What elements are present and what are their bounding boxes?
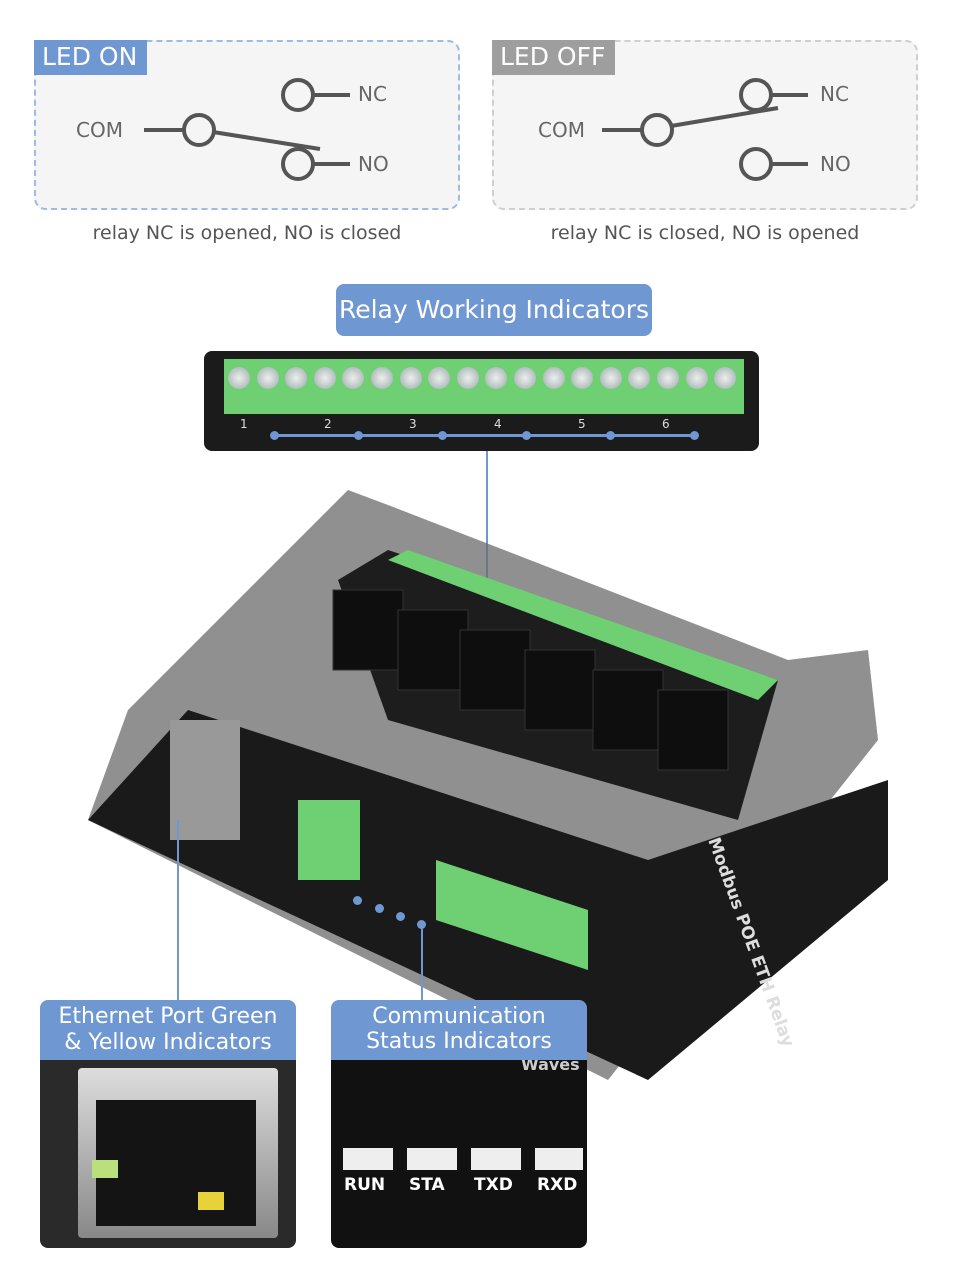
channel-4: 4: [494, 417, 502, 431]
terminal-screw: [685, 367, 708, 389]
com-label: COM: [538, 118, 585, 142]
comm-led-dot: [396, 912, 405, 921]
nc-label: NC: [358, 82, 387, 106]
ethernet-port-photo: [40, 1060, 296, 1248]
comm-led-dot: [353, 896, 362, 905]
relay-switch-closed-nc-icon: [602, 78, 808, 181]
relay-led-6: [690, 431, 699, 440]
terminal-screw: [428, 367, 451, 389]
indicator-link-line: [274, 434, 694, 437]
channel-2: 2: [324, 417, 332, 431]
ethernet-label-2: & Yellow Indicators: [64, 1030, 272, 1055]
channel-3: 3: [409, 417, 417, 431]
relay-led-5: [606, 431, 615, 440]
led-on-diagram: LED ON COM NC NO: [34, 40, 460, 210]
terminal-screw: [657, 367, 679, 389]
comm-callout: Communication Status Indicators: [331, 1000, 587, 1060]
led-off-tag: LED OFF: [492, 40, 616, 75]
relay-board-photo: Modbus POE ETH Relay: [88, 490, 888, 1080]
terminal-screw: [628, 367, 651, 389]
terminal-screw: [342, 367, 365, 389]
channel-1: 1: [240, 417, 248, 431]
green-terminal-block: [224, 359, 744, 414]
comm-label-2: Status Indicators: [366, 1029, 552, 1054]
led-sta: STA: [409, 1175, 445, 1195]
comm-callout-line: [421, 925, 423, 1000]
led-rxd: RXD: [537, 1175, 578, 1195]
relay-switch-closed-no-icon: [144, 78, 350, 181]
comm-leds-photo: Waves: [331, 1060, 587, 1248]
terminal-screw: [228, 367, 250, 389]
relay-led-3: [438, 431, 447, 440]
relay-led-1: [270, 431, 279, 440]
ethernet-callout: Ethernet Port Green & Yellow Indicators: [40, 1000, 296, 1060]
terminal-screw: [256, 367, 279, 389]
terminal-screw: [514, 367, 536, 389]
terminal-screw: [371, 367, 393, 389]
ethernet-label-1: Ethernet Port Green: [58, 1004, 278, 1029]
comm-label-1: Communication: [372, 1004, 546, 1029]
com-label: COM: [76, 118, 123, 142]
terminal-screw: [285, 367, 308, 389]
terminal-screw: [599, 367, 622, 389]
nc-label: NC: [820, 82, 849, 106]
terminal-screw: [571, 367, 594, 389]
led-txd: TXD: [474, 1175, 513, 1195]
ethernet-callout-line: [177, 820, 179, 1000]
terminal-screw: [456, 367, 479, 389]
led-run: RUN: [344, 1175, 386, 1195]
channel-5: 5: [578, 417, 586, 431]
terminal-screw: [542, 367, 565, 389]
terminal-screw: [485, 367, 508, 389]
comm-led-dot: [375, 904, 384, 913]
relay-led-4: [522, 431, 531, 440]
terminal-strip-closeup: 1 2 3 4 5 6: [204, 351, 759, 451]
terminal-screw: [714, 367, 737, 389]
relay-indicators-callout: Relay Working Indicators: [336, 284, 652, 336]
comm-led-dot: [417, 920, 426, 929]
channel-6: 6: [662, 417, 670, 431]
relay-led-2: [354, 431, 363, 440]
led-off-caption: relay NC is closed, NO is opened: [550, 222, 860, 244]
led-on-caption: relay NC is opened, NO is closed: [92, 222, 402, 244]
terminal-screw: [313, 367, 336, 389]
no-label: NO: [820, 152, 851, 176]
terminal-screw: [399, 367, 422, 389]
brand-partial: Waves: [521, 1060, 580, 1074]
led-on-tag: LED ON: [34, 40, 148, 75]
relay-callout-line: [486, 451, 488, 606]
led-off-diagram: LED OFF COM NC NO: [492, 40, 918, 210]
no-label: NO: [358, 152, 389, 176]
